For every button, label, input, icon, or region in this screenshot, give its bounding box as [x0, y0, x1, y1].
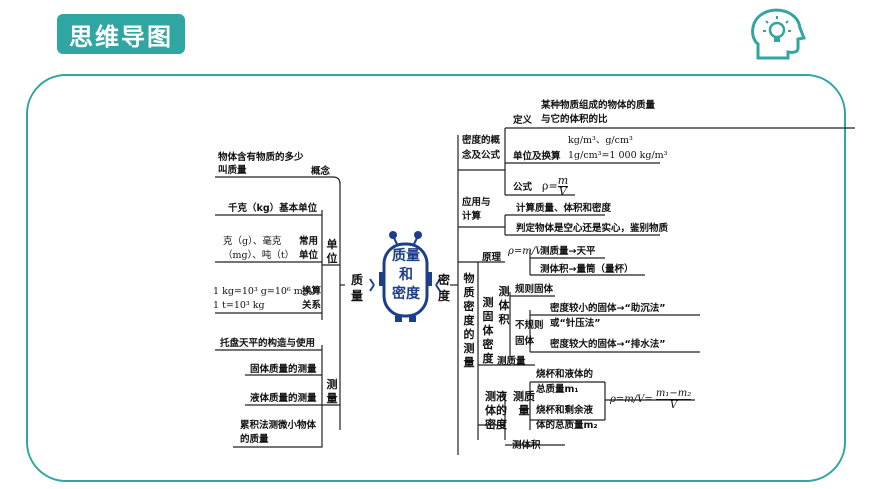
solid-density-label: 测固体密度 — [482, 296, 494, 365]
liquid-formula-left: ρ=m/V= — [610, 394, 653, 405]
formula-label: 公式 — [513, 182, 533, 193]
def-text-2: 与它的体积的比 — [541, 114, 608, 125]
principle-volume: 测体积→量筒（量杯） — [540, 264, 634, 275]
mass-concept-label: 概念 — [311, 166, 331, 177]
unit-common-label-1: 常用 — [299, 236, 319, 247]
section-title: 思维导图 — [69, 22, 173, 51]
liquid-volume: 测体积 — [512, 440, 541, 451]
unit-text-1: kg/m³、g/cm³ — [568, 135, 633, 146]
app-label-1: 应用与 — [462, 197, 491, 208]
mass-concept-text-2: 叫质量 — [218, 165, 247, 176]
liquid-mass-label: 测质量 — [513, 390, 535, 417]
unit-common-2: （mg）、吨（t） — [223, 250, 295, 261]
center-title: 质量 和 密度 — [386, 247, 426, 304]
def-label: 定义 — [513, 115, 533, 126]
liquid-m1-1: 烧杯和液体的 — [536, 369, 594, 380]
measure-label: 测量 — [326, 378, 338, 405]
measure-item-3: 液体质量的测量 — [250, 393, 317, 404]
unit-conv-1: 1 kg=10³ g=10⁶ mg， — [213, 286, 319, 297]
unit-conv-label-2: 关系 — [302, 300, 322, 311]
measure-item-1: 托盘天平的构造与使用 — [220, 338, 316, 349]
unit-base: 千克（kg）基本单位 — [228, 203, 318, 214]
app-item-2: 判定物体是空心还是实心，鉴别物质 — [516, 223, 669, 234]
unit-label: 单位 — [326, 238, 338, 265]
branch-mass: 质量 — [350, 273, 363, 303]
formula-eq: = — [548, 179, 558, 193]
formula-m: m — [557, 174, 569, 187]
unit-common-label-2: 单位 — [299, 250, 319, 261]
section-title-badge: 思维导图 — [57, 14, 185, 54]
density-concept-label-2: 念及公式 — [462, 150, 501, 161]
sink-method: 密度较小的固体→“助沉法” — [550, 303, 666, 314]
formula-V: V — [558, 185, 567, 198]
def-text-1: 某种物质组成的物体的质量 — [541, 100, 656, 111]
liquid-density-label: 测液体的密度 — [485, 390, 507, 431]
unit-text-2: 1g/cm³=1 000 kg/m³ — [568, 150, 668, 161]
measure-item-5: 的质量 — [240, 434, 269, 445]
irregular-solid-2: 固体 — [515, 336, 535, 347]
formula-rho: ρ — [542, 179, 549, 193]
center-line-2: 和 — [399, 267, 413, 283]
measure-item-4: 累积法测微小物体 — [240, 420, 317, 431]
principle-mass: 测质量→天平 — [540, 246, 596, 257]
principle-formula-text: ρ=m/V — [508, 246, 543, 257]
mind-map-frame — [26, 74, 846, 482]
density-concept-label-1: 密度的概 — [462, 135, 501, 146]
irregular-solid-1: 不规则 — [515, 320, 544, 331]
solid-mass: 测质量 — [497, 356, 526, 367]
mass-concept-text-1: 物体含有物质的多少 — [218, 152, 304, 163]
app-item-1: 计算质量、体积和密度 — [516, 203, 612, 214]
liquid-m1-2: 总质量m₁ — [536, 384, 579, 395]
center-line-1: 质量 — [392, 248, 420, 264]
regular-solid: 规则固体 — [515, 284, 554, 295]
branch-density: 密度 — [437, 273, 450, 303]
solid-volume-label: 测体积 — [498, 285, 510, 326]
drain-method: 密度较大的固体→“排水法” — [550, 339, 666, 350]
liquid-m2-1: 烧杯和剩余液 — [536, 405, 594, 416]
unit-conv-2: 1 t=10³ kg — [213, 300, 265, 311]
measure-item-2: 固体质量的测量 — [250, 364, 317, 375]
press-method: 或“针压法” — [550, 318, 601, 329]
unit-conv-label: 单位及换算 — [513, 151, 561, 162]
liquid-formula-num: m₁−m₂ — [655, 388, 692, 400]
thinking-head-icon — [751, 8, 806, 60]
principle-formula: ρ=m/V — [508, 246, 542, 258]
center-robot-node — [379, 231, 432, 322]
principle-label: 原理 — [482, 252, 502, 263]
liquid-m2-2: 体的总质量m₂ — [536, 420, 598, 431]
measure-density-label: 物质密度的测量 — [463, 272, 475, 369]
app-label-2: 计算 — [462, 211, 482, 222]
unit-conv-label-1: 换算 — [302, 286, 322, 297]
liquid-formula-den: V — [669, 400, 678, 411]
unit-common-1: 克（g）、毫克 — [223, 236, 282, 247]
center-line-3: 密度 — [392, 286, 420, 302]
